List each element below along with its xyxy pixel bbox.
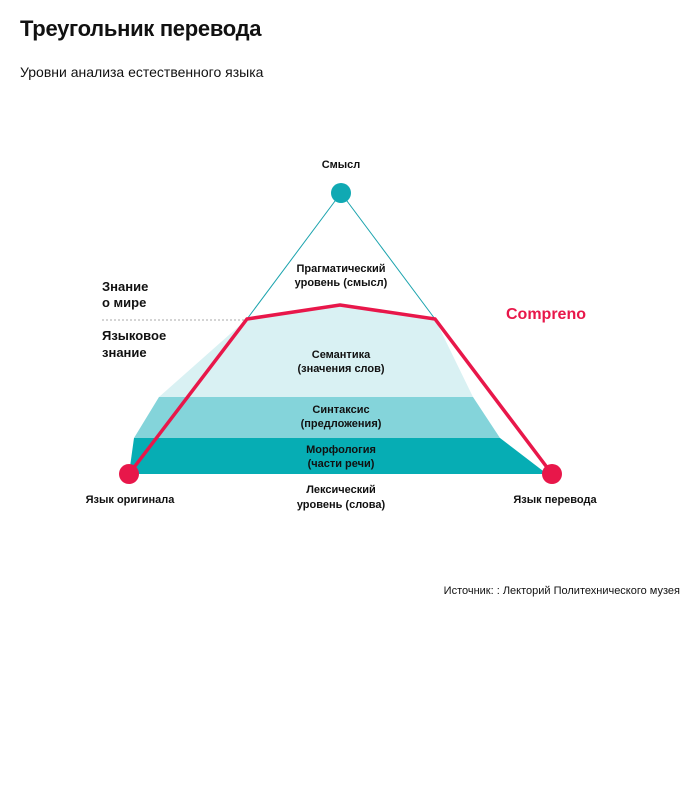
semantics-label-line1: Семантика (312, 349, 371, 361)
language-knowledge-label-line1: Языковое (102, 328, 166, 343)
compreno-label: Compreno (506, 306, 586, 323)
syntax-label-line2: (предложения) (301, 418, 382, 430)
target-language-label: Язык перевода (513, 494, 597, 506)
source-language-dot (119, 464, 139, 484)
source-language-label: Язык оригинала (86, 494, 176, 506)
meaning-vertex-dot (331, 183, 351, 203)
page-title: Треугольник перевода (20, 16, 262, 41)
page-subtitle: Уровни анализа естественного языка (20, 64, 264, 80)
triangle-right-edge (340, 192, 436, 320)
syntax-band (134, 397, 500, 438)
semantics-label-line2: (значения слов) (297, 363, 384, 375)
source-note: Источник: : Лекторий Политехнического му… (443, 585, 680, 597)
lexical-label-line2: уровень (слова) (297, 499, 386, 511)
syntax-label-line1: Синтаксис (312, 404, 369, 416)
compreno-outline (127, 303, 554, 476)
morphology-band (129, 438, 547, 474)
world-knowledge-label-line2: о мире (102, 295, 146, 310)
meaning-label: Смысл (322, 159, 361, 171)
world-knowledge-label-line1: Знание (102, 279, 148, 294)
language-knowledge-label-line2: знание (102, 345, 147, 360)
triangle-left-edge (246, 192, 342, 320)
pragmatic-label-line1: Прагматический (296, 263, 385, 275)
morphology-label-line1: Морфология (306, 444, 376, 456)
lexical-label-line1: Лексический (306, 484, 376, 496)
pragmatic-label-line2: уровень (смысл) (295, 277, 388, 289)
morphology-label-line2: (части речи) (308, 458, 375, 470)
semantics-band (159, 303, 473, 397)
target-language-dot (542, 464, 562, 484)
